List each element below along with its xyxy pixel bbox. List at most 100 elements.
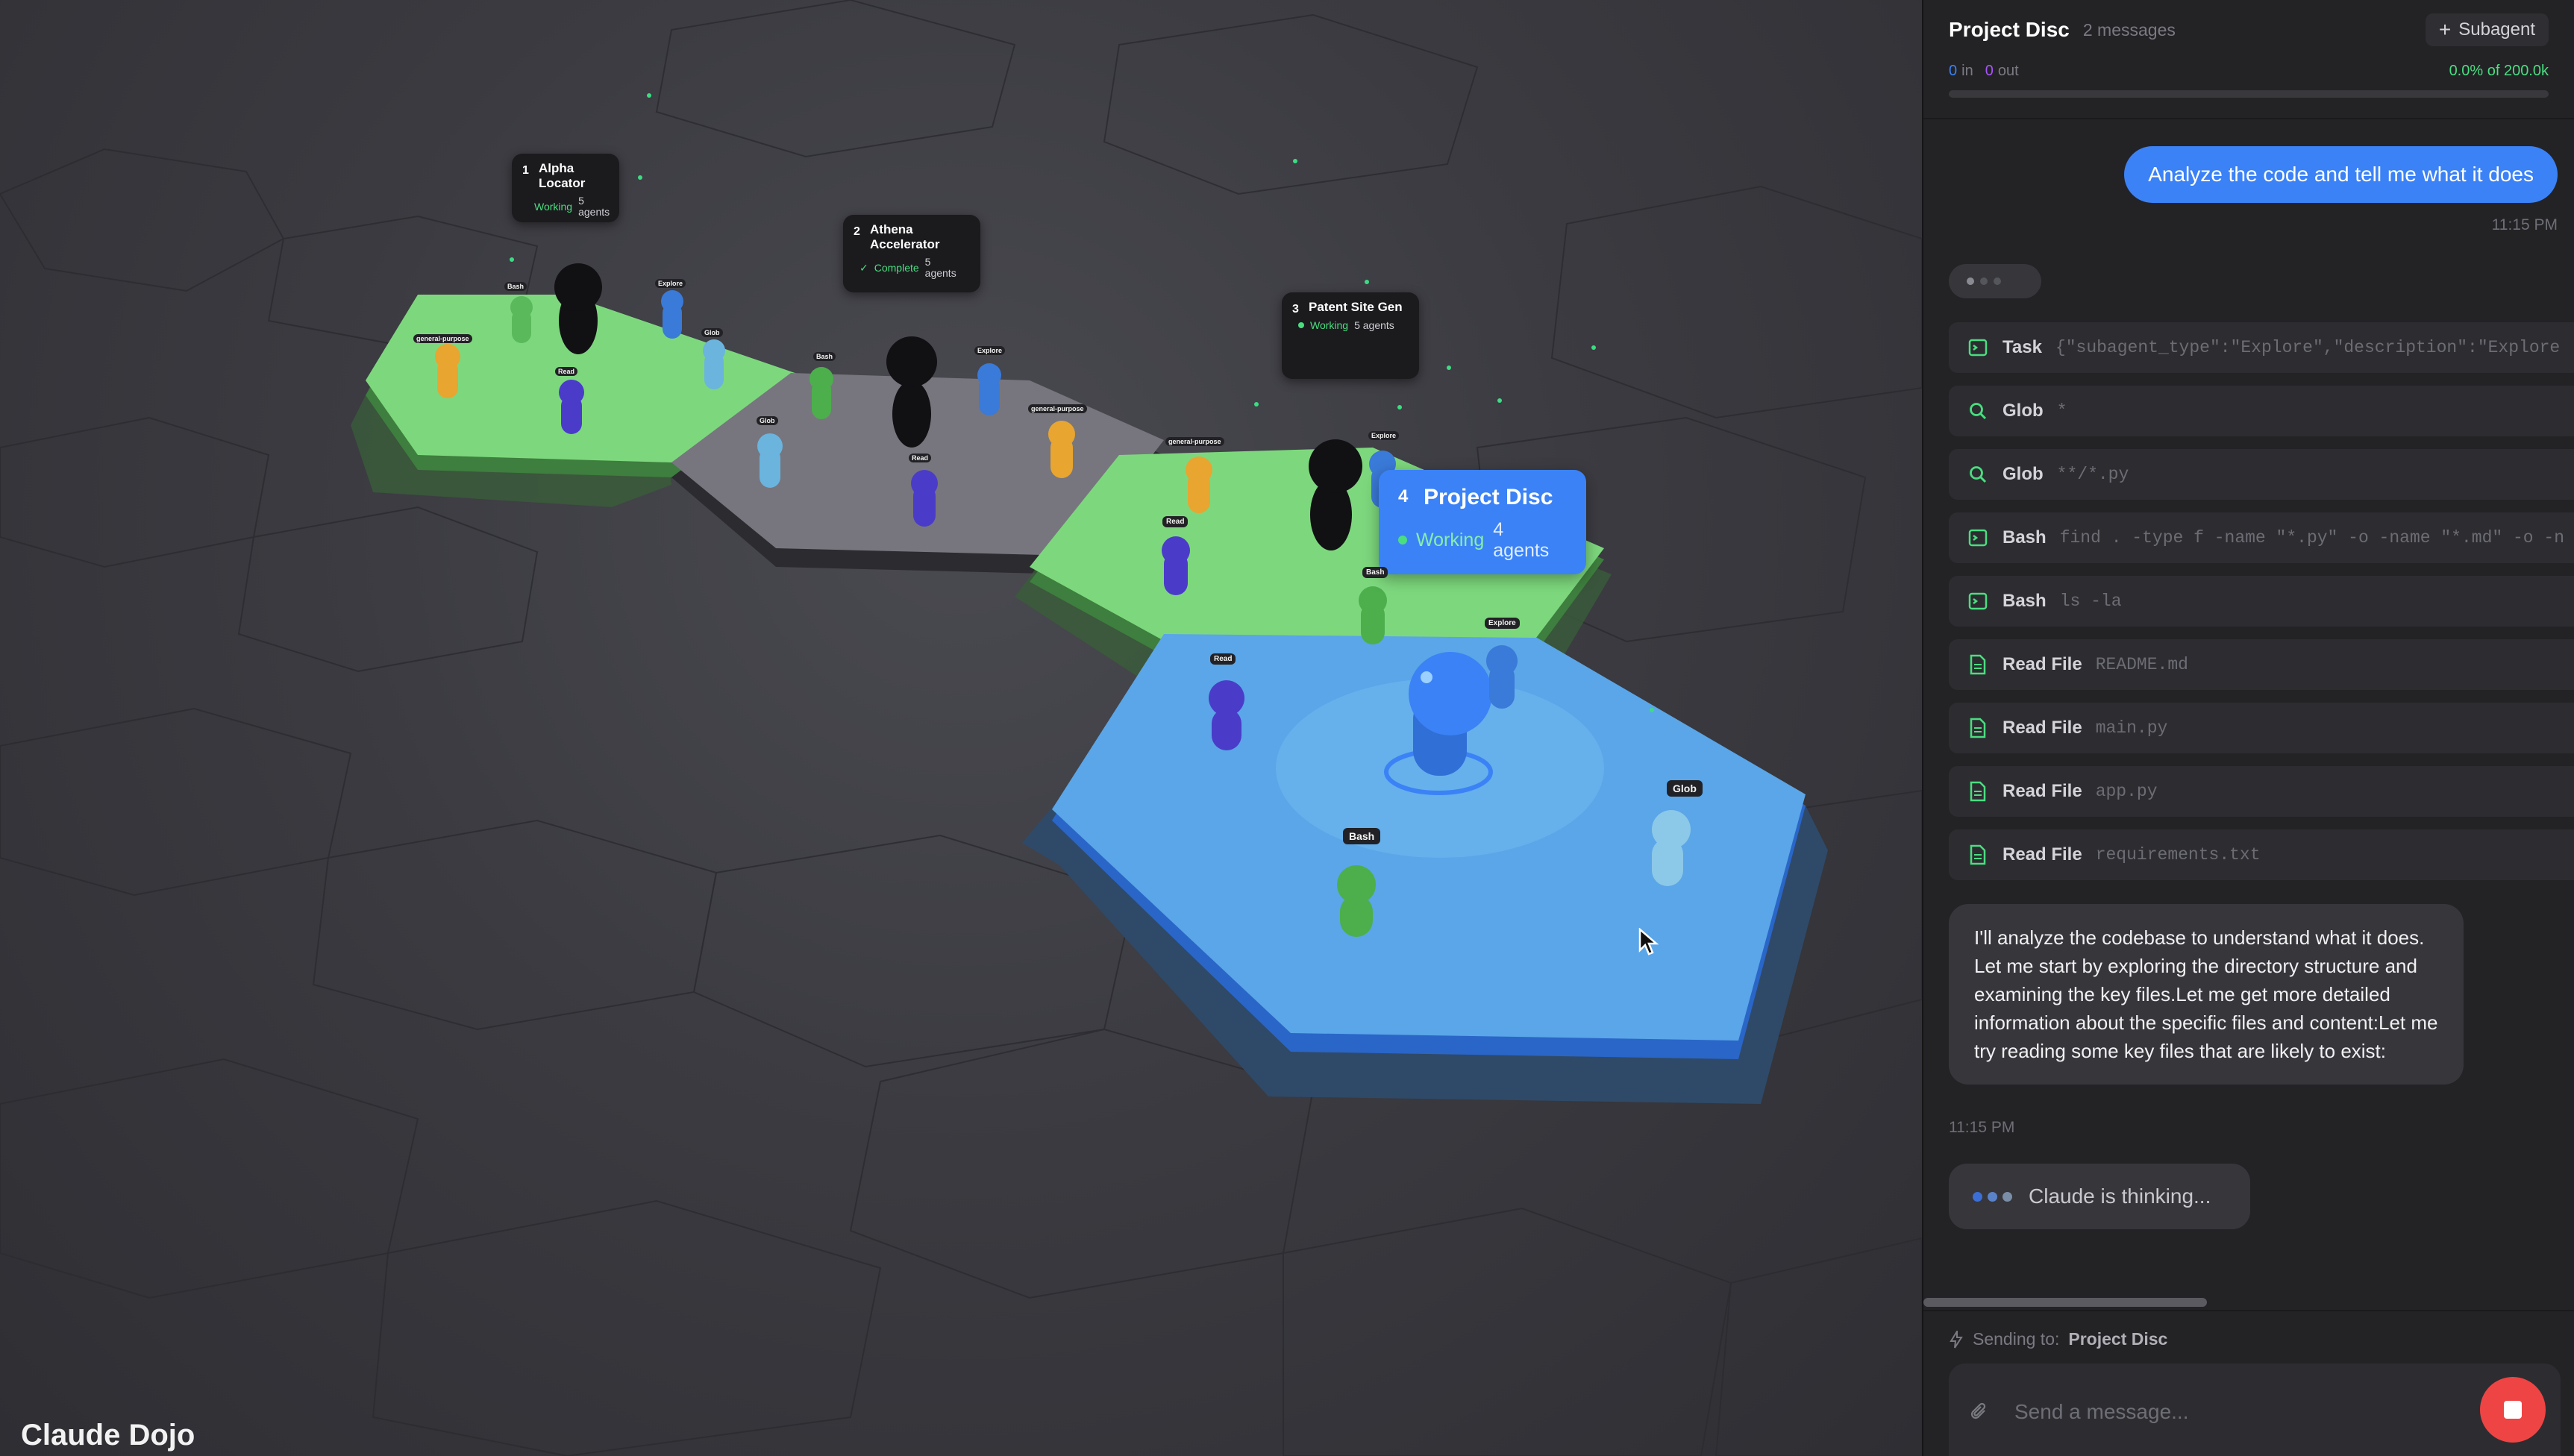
tool-call-row[interactable]: Read File main.py bbox=[1949, 703, 2574, 753]
horizontal-scrollbar[interactable] bbox=[1923, 1296, 2574, 1307]
tool-name: Read File bbox=[2002, 654, 2082, 674]
tool-name: Task bbox=[2002, 337, 2042, 357]
tool-name: Read File bbox=[2002, 844, 2082, 865]
tool-call-row[interactable]: Read File requirements.txt bbox=[1949, 829, 2574, 880]
agent-tag: Explore bbox=[655, 279, 686, 288]
tokens-in-value: 0 bbox=[1949, 63, 1958, 79]
hex-grid-background bbox=[0, 0, 1922, 1456]
tool-call-row[interactable]: Bash ls -la bbox=[1949, 576, 2574, 627]
project-number: 2 bbox=[854, 225, 860, 238]
platform-alpha-locator bbox=[351, 295, 806, 507]
tool-name: Bash bbox=[2002, 591, 2047, 611]
project-card-project-disc[interactable]: 4 Project Disc Working 4 agents bbox=[1379, 470, 1586, 574]
project-status: Working bbox=[534, 201, 573, 213]
token-usage: 0 in 0 out 0.0% of 200.0k bbox=[1949, 63, 2549, 80]
panel-title: Project Disc bbox=[1949, 18, 2070, 41]
hex-world-scene[interactable]: 1 Alpha Locator Working 5 agents 2 Athen… bbox=[0, 0, 1922, 1456]
agent-tag: Explore bbox=[1368, 431, 1400, 440]
project-name: Alpha Locator bbox=[539, 161, 586, 190]
terminal-icon bbox=[1967, 336, 1989, 359]
user-message-time: 11:15 PM bbox=[2491, 216, 2558, 233]
chat-panel: Project Disc 2 messages + Subagent 0 in … bbox=[1922, 0, 2574, 1456]
subagent-label: Subagent bbox=[2458, 19, 2535, 40]
tool-args: ls -la bbox=[2059, 592, 2122, 611]
project-agent-count: 4 agents bbox=[1493, 519, 1550, 561]
sending-target: Sending to: Project Disc bbox=[1949, 1329, 2167, 1349]
message-count: 2 messages bbox=[2082, 19, 2176, 40]
agent-tag: Bash bbox=[1343, 828, 1381, 844]
add-subagent-button[interactable]: + Subagent bbox=[2425, 13, 2549, 46]
tool-name: Read File bbox=[2002, 781, 2082, 801]
tokens-out-label: out bbox=[1997, 63, 2019, 79]
project-card-athena-accelerator[interactable]: 2 Athena Accelerator ✓ Complete 5 agents bbox=[843, 215, 980, 292]
tool-call-row[interactable]: Read File app.py bbox=[1949, 766, 2574, 817]
assistant-message-time: 11:15 PM bbox=[1949, 1119, 2015, 1136]
tokens-in-label: in bbox=[1961, 63, 1973, 79]
terminal-icon bbox=[1967, 590, 1989, 612]
user-message: Analyze the code and tell me what it doe… bbox=[2124, 146, 2558, 203]
tool-call-row[interactable]: Read File README.md bbox=[1949, 639, 2574, 690]
search-icon bbox=[1967, 463, 1989, 486]
sending-target-name: Project Disc bbox=[2068, 1329, 2168, 1349]
project-number: 1 bbox=[522, 164, 529, 177]
tool-call-row[interactable]: Bash find . -type f -name "*.py" -o -nam… bbox=[1949, 512, 2574, 563]
terminal-icon bbox=[1967, 527, 1989, 549]
agent-tag: Read bbox=[555, 367, 578, 376]
tool-args: find . -type f -name "*.py" -o -name "*.… bbox=[2059, 528, 2564, 547]
tool-name: Glob bbox=[2002, 401, 2044, 421]
agent-tag: Explore bbox=[1485, 618, 1520, 629]
tokens-out-value: 0 bbox=[1985, 63, 1994, 79]
thinking-text: Claude is thinking... bbox=[2029, 1184, 2211, 1208]
agent-tag: Read bbox=[1210, 653, 1236, 665]
tool-args: requirements.txt bbox=[2095, 845, 2261, 865]
tool-name: Glob bbox=[2002, 464, 2044, 484]
project-name: Athena Accelerator bbox=[870, 222, 940, 251]
agent-tag: general-purpose bbox=[1028, 404, 1087, 413]
agent-tag: Glob bbox=[701, 328, 723, 337]
thinking-indicator: Claude is thinking... bbox=[1949, 1164, 2250, 1229]
tool-args: main.py bbox=[2095, 718, 2168, 738]
project-status: Complete bbox=[874, 262, 919, 274]
stop-button[interactable] bbox=[2480, 1377, 2546, 1443]
sending-label: Sending to: bbox=[1973, 1329, 2060, 1349]
project-agent-count: 5 agents bbox=[578, 195, 610, 218]
project-status: Working bbox=[1310, 319, 1349, 331]
tool-args: {"subagent_type":"Explore","description"… bbox=[2055, 338, 2561, 357]
context-usage: 0.0% of 200.0k bbox=[2449, 63, 2549, 79]
agent-tag: Bash bbox=[1362, 567, 1388, 578]
platform-project-disc bbox=[1022, 634, 1828, 1104]
tool-args: app.py bbox=[2095, 782, 2158, 801]
project-card-alpha-locator[interactable]: 1 Alpha Locator Working 5 agents bbox=[512, 154, 619, 222]
message-input[interactable] bbox=[2014, 1393, 2432, 1431]
scrollbar-thumb[interactable] bbox=[1923, 1298, 2207, 1307]
app-brand: Claude Dojo bbox=[21, 1419, 195, 1452]
tool-name: Bash bbox=[2002, 527, 2047, 547]
assistant-message: I'll analyze the codebase to understand … bbox=[1949, 904, 2464, 1085]
check-icon: ✓ bbox=[859, 261, 868, 274]
tool-args: * bbox=[2056, 401, 2067, 421]
agent-tag: Glob bbox=[757, 416, 778, 425]
working-dot-icon bbox=[1398, 536, 1407, 545]
project-card-patent-site-gen[interactable]: 3 Patent Site Gen Working 5 agents bbox=[1282, 292, 1419, 379]
file-icon bbox=[1967, 717, 1989, 739]
project-number: 3 bbox=[1292, 303, 1299, 316]
agent-tag: general-purpose bbox=[413, 334, 472, 343]
tool-call-row[interactable]: Glob * bbox=[1949, 386, 2574, 436]
agent-tag: Bash bbox=[504, 282, 527, 291]
agent-tag: general-purpose bbox=[1165, 437, 1224, 446]
mouse-cursor-icon bbox=[1638, 928, 1659, 956]
agent-tag: Read bbox=[909, 454, 932, 462]
project-status: Working bbox=[1416, 529, 1485, 550]
project-name: Project Disc bbox=[1424, 485, 1553, 509]
message-composer bbox=[1949, 1364, 2561, 1456]
thinking-dots-icon bbox=[1973, 1191, 2012, 1202]
agent-tag: Explore bbox=[974, 346, 1006, 355]
file-icon bbox=[1967, 780, 1989, 803]
stop-icon bbox=[2504, 1401, 2522, 1419]
tool-call-row[interactable]: Glob **/*.py bbox=[1949, 449, 2574, 500]
tool-call-row[interactable]: Task {"subagent_type":"Explore","descrip… bbox=[1949, 322, 2574, 373]
agent-tag: Read bbox=[1162, 516, 1189, 527]
project-number: 4 bbox=[1398, 486, 1409, 506]
paperclip-icon[interactable] bbox=[1970, 1401, 1989, 1423]
tool-name: Read File bbox=[2002, 718, 2082, 738]
